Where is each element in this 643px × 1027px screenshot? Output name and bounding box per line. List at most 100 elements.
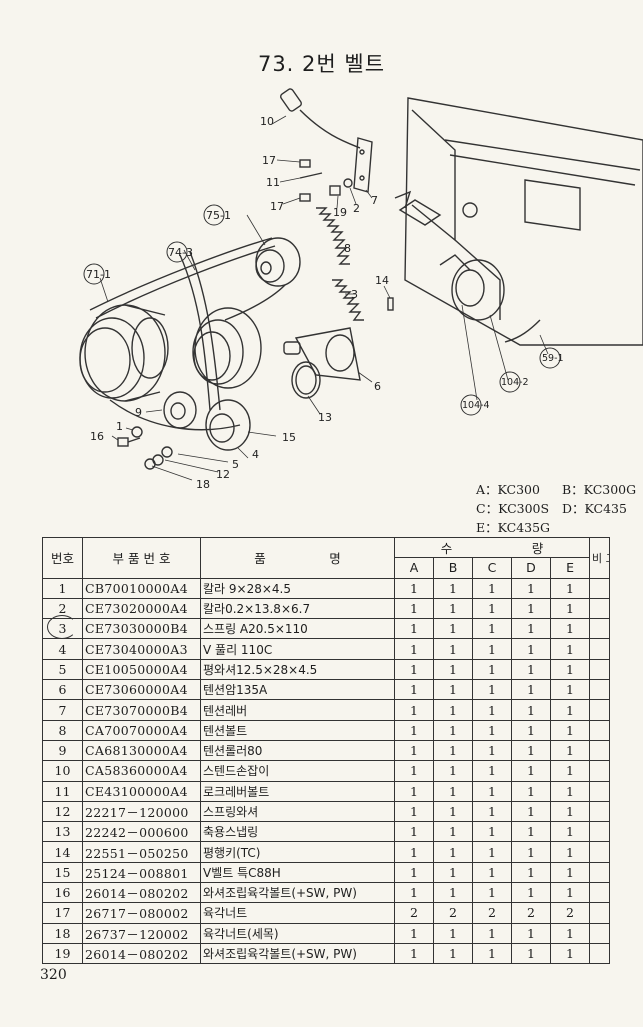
quantity-cell: 1 bbox=[472, 658, 512, 681]
remark-cell bbox=[589, 841, 611, 863]
quantity-cell: 1 bbox=[394, 922, 434, 944]
legend-entry: B：KC300G bbox=[562, 482, 637, 497]
quantity-cell: 1 bbox=[394, 780, 434, 802]
quantity-cell: 1 bbox=[511, 942, 551, 965]
quantity-cell: 2 bbox=[472, 902, 512, 924]
hand-drawn-circle-mark bbox=[47, 615, 77, 639]
part-name-cell: 텐션암135A bbox=[200, 679, 395, 701]
quantity-cell: 1 bbox=[511, 679, 551, 701]
part-name-cell: 텐션볼트 bbox=[200, 719, 395, 741]
callout-label: 12 bbox=[216, 468, 230, 481]
quantity-cell: 1 bbox=[511, 658, 551, 681]
quantity-cell: 1 bbox=[433, 800, 473, 823]
quantity-cell: 1 bbox=[394, 760, 434, 782]
quantity-cell: 1 bbox=[511, 739, 551, 762]
quantity-cell: 1 bbox=[472, 577, 512, 599]
callout-label: 6 bbox=[374, 380, 381, 393]
part-name-cell: 텐션레버 bbox=[200, 699, 395, 721]
row-number-cell: 18 bbox=[42, 922, 83, 944]
row-number-cell: 1 bbox=[42, 577, 83, 599]
quantity-cell: 1 bbox=[511, 882, 551, 904]
circled-callout: 59-1 bbox=[539, 347, 564, 369]
quantity-cell: 1 bbox=[394, 597, 434, 620]
row-number-cell: 19 bbox=[42, 942, 83, 965]
quantity-cell: 2 bbox=[433, 902, 473, 924]
quantity-cell: 1 bbox=[549, 739, 591, 762]
callout-label: 7 bbox=[371, 194, 378, 207]
part-number-cell: CE73070000B4 bbox=[82, 699, 201, 721]
quantity-cell: 1 bbox=[433, 699, 473, 721]
remark-cell bbox=[589, 902, 611, 924]
circled-callout bbox=[83, 263, 105, 285]
quantity-cell: 1 bbox=[549, 821, 591, 843]
quantity-cell: 1 bbox=[511, 922, 551, 944]
quantity-cell: 1 bbox=[511, 618, 551, 640]
row-number-cell: 15 bbox=[42, 861, 83, 884]
quantity-cell: 1 bbox=[549, 638, 591, 660]
quantity-cell: 1 bbox=[433, 942, 473, 965]
part-number-cell: 26717－080002 bbox=[82, 902, 201, 924]
quantity-cell: 1 bbox=[433, 719, 473, 741]
part-number-cell: CE73040000A3 bbox=[82, 638, 201, 660]
tension-arm-drawing bbox=[283, 327, 361, 381]
row-number-cell: 5 bbox=[42, 658, 83, 681]
row-number-cell: 17 bbox=[42, 902, 83, 924]
header-part-number: 부 품 번 호 bbox=[82, 537, 201, 579]
row-number-cell: 7 bbox=[42, 699, 83, 721]
small-pulley-drawing bbox=[255, 237, 301, 287]
remark-cell bbox=[589, 942, 611, 965]
hardware-drawing bbox=[117, 159, 394, 470]
callout-label: 74-3 bbox=[168, 246, 193, 259]
quantity-cell: 2 bbox=[511, 902, 551, 924]
quantity-cell: 1 bbox=[394, 719, 434, 741]
callout-label: 17 bbox=[270, 200, 284, 213]
quantity-cell: 1 bbox=[394, 861, 434, 884]
remark-cell bbox=[589, 618, 611, 640]
header-model-e: E bbox=[549, 557, 591, 579]
row-number-cell: 8 bbox=[42, 719, 83, 741]
header-no: 번호 bbox=[42, 537, 83, 579]
remark-cell bbox=[589, 658, 611, 681]
quantity-cell: 1 bbox=[394, 882, 434, 904]
quantity-cell: 1 bbox=[511, 861, 551, 884]
callout-label: 11 bbox=[266, 176, 280, 189]
quantity-cell: 1 bbox=[433, 638, 473, 660]
callout-label: 15 bbox=[282, 431, 296, 444]
callout-label: 1 bbox=[116, 420, 123, 433]
callout-label: 71-1 bbox=[86, 268, 111, 281]
part-number-cell: 22551－050250 bbox=[82, 841, 201, 863]
remark-cell bbox=[589, 679, 611, 701]
part-number-cell: CB70010000A4 bbox=[82, 577, 201, 599]
machine-housing-drawing bbox=[394, 97, 643, 346]
header-model-a: A bbox=[394, 557, 434, 579]
quantity-cell: 1 bbox=[394, 577, 434, 599]
remark-cell bbox=[589, 760, 611, 782]
part-number-cell: CA70070000A4 bbox=[82, 719, 201, 741]
quantity-cell: 1 bbox=[472, 780, 512, 802]
part-name-cell: 축용스냅링 bbox=[200, 821, 395, 843]
leader-lines-drawing bbox=[99, 115, 549, 481]
circled-callout bbox=[166, 241, 188, 263]
part-number-cell: 22217－120000 bbox=[82, 800, 201, 823]
callout-label: 75-1 bbox=[206, 209, 231, 222]
callout-label: 4 bbox=[252, 448, 259, 461]
row-number-cell: 11 bbox=[42, 780, 83, 802]
quantity-cell: 1 bbox=[433, 739, 473, 762]
quantity-cell: 1 bbox=[472, 597, 512, 620]
quantity-cell: 1 bbox=[433, 658, 473, 681]
table-subheader-row: A B C D E bbox=[43, 557, 610, 579]
quantity-cell: 1 bbox=[394, 699, 434, 721]
quantity-cell: 1 bbox=[549, 882, 591, 904]
